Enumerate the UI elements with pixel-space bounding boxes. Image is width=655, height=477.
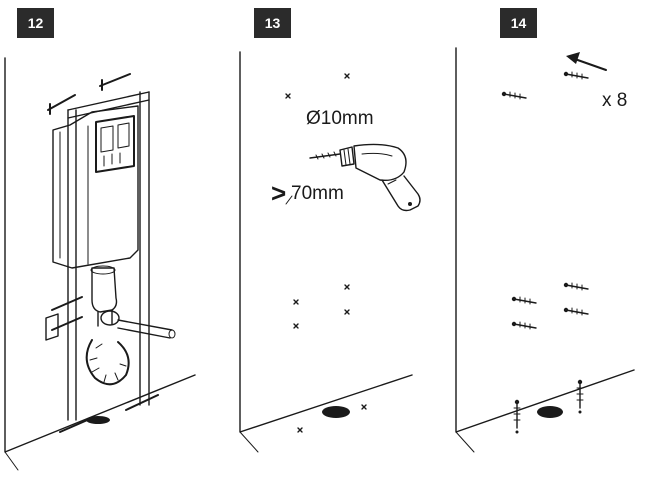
floor-hole xyxy=(537,406,563,418)
panel-13-scene xyxy=(239,51,421,453)
wall-plug-icon xyxy=(501,71,589,434)
floor-edge xyxy=(4,451,19,471)
drill-icon xyxy=(309,143,421,212)
step-badge-13: 13 xyxy=(254,8,291,38)
floor-edge xyxy=(239,431,259,453)
depth-underline xyxy=(285,195,293,205)
plug-quantity-label: x 8 xyxy=(602,90,628,111)
step-badge-14: 14 xyxy=(500,8,537,38)
step-badge-12: 12 xyxy=(17,8,54,38)
toilet-frame-icon xyxy=(45,73,176,433)
drill-depth-label: 70mm xyxy=(291,183,344,204)
drill-mark-icon xyxy=(285,73,367,433)
drill-diameter-label: Ø10mm xyxy=(306,108,374,129)
direction-arrow-icon xyxy=(566,52,607,71)
wall-edge xyxy=(4,57,196,453)
panel-12-scene xyxy=(4,57,196,471)
floor-edge xyxy=(455,431,475,453)
floor-hole xyxy=(322,406,350,418)
depth-symbol: > xyxy=(271,178,287,208)
panel-14-scene xyxy=(455,47,635,453)
